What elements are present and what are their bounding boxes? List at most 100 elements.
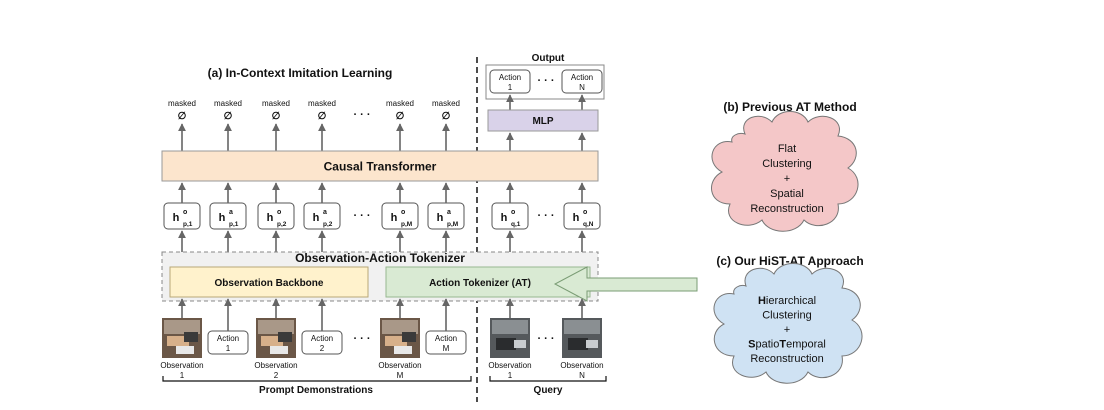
output-action-index: N — [579, 83, 585, 92]
output-group-box — [485, 64, 605, 100]
observation-label: Observation — [560, 361, 603, 370]
left-title: (a) In-Context Imitation Learning — [208, 66, 393, 80]
observation-index: 1 — [508, 371, 513, 380]
observation-label: Observation — [488, 361, 531, 370]
observation-object — [167, 336, 189, 346]
prev-method-cloud — [711, 111, 859, 232]
input-ellipsis: · · · — [353, 333, 370, 345]
input-action-word: Action — [217, 334, 239, 343]
prev-method-line: Spatial — [770, 188, 804, 200]
hidden-token-base: h — [313, 212, 320, 224]
ours-line-part: S — [748, 339, 755, 351]
hidden-token-sub: p,M — [447, 221, 458, 228]
observation-wall — [382, 320, 418, 334]
output-action-box — [489, 69, 531, 94]
prev-method-line: Clustering — [762, 158, 812, 170]
observation-object — [261, 336, 283, 346]
observation-object — [496, 338, 516, 350]
hidden-token-base: h — [501, 212, 508, 224]
observation-backbone-box — [169, 266, 369, 298]
prev-method-line: Reconstruction — [750, 203, 823, 215]
hidden-token-sup: o — [277, 209, 281, 216]
masked-label: masked — [308, 99, 336, 108]
observation-image — [562, 318, 602, 358]
output-action-index: 1 — [508, 83, 513, 92]
output-action-word: Action — [571, 73, 593, 82]
hidden-token-base: h — [437, 212, 444, 224]
hidden-token-box — [381, 202, 419, 230]
prev-method-line: + — [784, 173, 790, 185]
action-tokenizer-label: Action Tokenizer (AT) — [429, 278, 531, 289]
observation-image — [490, 318, 530, 358]
observation-index: N — [579, 371, 585, 380]
ours-line: Hierarchical — [758, 295, 816, 307]
input-ellipsis: · · · — [537, 333, 554, 345]
ours-line: Reconstruction — [750, 353, 823, 365]
ours-title: (c) Our HiST-AT Approach — [716, 254, 863, 268]
ours-cloud — [713, 263, 863, 384]
ours-line-part: Clustering — [762, 310, 812, 322]
ours-line-part: ierarchical — [766, 295, 816, 307]
observation-backbone-label: Observation Backbone — [215, 278, 324, 289]
causal-transformer-box — [161, 150, 599, 182]
hidden-token-sub: q,1 — [511, 221, 521, 228]
observation-object — [514, 340, 526, 348]
masked-symbol: ∅ — [272, 111, 281, 122]
masked-symbol: ∅ — [318, 111, 327, 122]
hist-at-arrow — [553, 266, 698, 302]
output-action-word: Action — [499, 73, 521, 82]
input-action-word: Action — [311, 334, 333, 343]
masked-symbol: ∅ — [442, 111, 451, 122]
observation-object — [184, 332, 198, 342]
action-tokenizer-box — [385, 266, 591, 298]
hidden-token-sup: a — [447, 209, 451, 216]
observation-object — [278, 332, 292, 342]
masked-label: masked — [386, 99, 414, 108]
masked-layer: masked∅masked∅masked∅masked∅masked∅maske… — [168, 99, 586, 151]
hidden-token-sup: o — [511, 209, 515, 216]
input-action-index: M — [443, 344, 450, 353]
hidden-token-sub: p,2 — [323, 221, 333, 228]
ours-line-part: patio — [756, 339, 780, 351]
ours-line-part: emporal — [786, 339, 826, 351]
input-action-index: 2 — [320, 344, 325, 353]
prompt-demos-label: Prompt Demonstrations — [259, 385, 373, 396]
ours-line-part: T — [779, 339, 786, 351]
observation-wall — [258, 320, 294, 334]
observation-label: Observation — [378, 361, 421, 370]
hidden-token-base: h — [219, 212, 226, 224]
observation-index: 1 — [180, 371, 185, 380]
observation-label: Observation — [160, 361, 203, 370]
hidden-token-sup: o — [583, 209, 587, 216]
prev-method-title: (b) Previous AT Method — [723, 100, 856, 114]
observation-object — [385, 336, 407, 346]
hidden-token-sub: q,N — [583, 221, 594, 228]
observation-object — [394, 346, 412, 354]
hidden-token-sub: p,M — [401, 221, 412, 228]
causal-transformer-label: Causal Transformer — [324, 160, 437, 174]
output-label: Output — [532, 53, 565, 64]
observation-image — [162, 318, 202, 358]
ours-line: + — [784, 324, 790, 336]
observation-object — [586, 340, 598, 348]
hidden-token-base: h — [173, 212, 180, 224]
output-ellipsis: · · · — [537, 75, 554, 87]
hidden-token-base: h — [391, 212, 398, 224]
hidden-token-base: h — [267, 212, 274, 224]
observation-image — [380, 318, 420, 358]
observation-wall — [564, 320, 600, 334]
query-bracket — [489, 376, 607, 382]
prompt-bracket — [162, 376, 472, 382]
observation-index: M — [397, 371, 404, 380]
prev-method-line: Flat — [778, 143, 796, 155]
hidden-token-box — [427, 202, 465, 230]
input-action-index: 1 — [226, 344, 231, 353]
masked-label: masked — [432, 99, 460, 108]
hidden-token-sup: o — [183, 209, 187, 216]
hidden-token-base: h — [573, 212, 580, 224]
ours-line-part: + — [784, 324, 790, 336]
query-label: Query — [534, 385, 563, 396]
hidden-token-sub: p,2 — [277, 221, 287, 228]
